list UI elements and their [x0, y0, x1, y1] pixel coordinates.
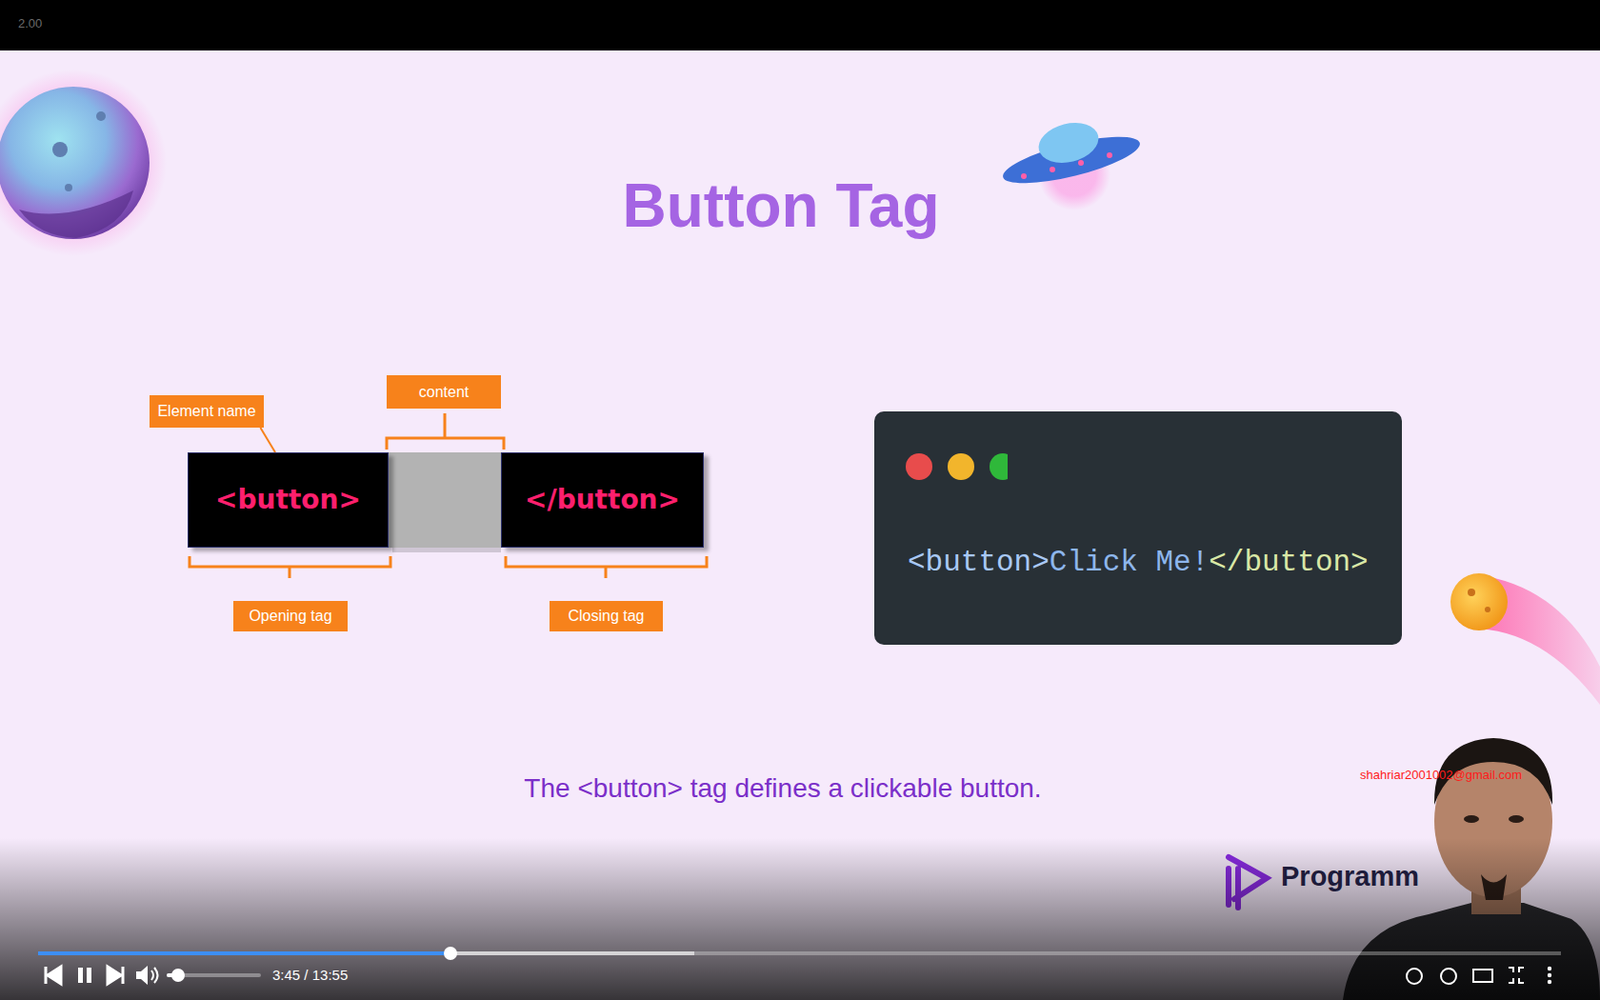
tag-box: </button>	[500, 452, 704, 548]
code-token: <button>	[907, 545, 1050, 580]
theater-icon	[1473, 969, 1493, 982]
logo-text: Programm	[1280, 860, 1420, 894]
content-slot	[388, 452, 501, 548]
bracket	[189, 556, 391, 579]
rewind-icon	[1406, 968, 1422, 984]
ufo-light	[1049, 166, 1056, 173]
progress-buffered	[38, 951, 695, 956]
code-token: </button>	[1208, 545, 1368, 580]
slide-background	[0, 50, 1600, 1000]
top-bar	[0, 0, 1600, 51]
player-shade	[0, 838, 1600, 1000]
leader-line	[260, 427, 276, 453]
watermark: shahriar2001002@gmail.com	[1360, 767, 1522, 783]
planet-shadow	[19, 190, 134, 239]
meteor-spot	[1484, 606, 1491, 613]
tag-box: <button>	[187, 452, 389, 548]
ufo-light	[1078, 160, 1084, 166]
window-dot	[947, 453, 975, 480]
meteor	[1450, 573, 1508, 631]
next-icon	[107, 966, 123, 984]
volume-waves	[151, 967, 159, 983]
planet-glow	[0, 69, 167, 257]
label-text: content	[419, 382, 469, 401]
progress-track	[38, 951, 1561, 956]
menu-dot	[1547, 973, 1552, 978]
presenter-eye	[1463, 815, 1480, 823]
label-text: Element name	[157, 401, 256, 420]
label-box: Opening tag	[233, 600, 348, 632]
code-token: Click Me!	[1049, 545, 1209, 580]
label-box: content	[386, 375, 501, 409]
ufo-light	[1020, 173, 1027, 180]
slide-title: Button Tag	[400, 169, 1162, 243]
playback-speed: 2.00	[18, 16, 42, 32]
bracket	[386, 413, 504, 450]
tag-text: </button>	[524, 483, 680, 517]
time-display: 3:45 / 13:55	[272, 966, 348, 984]
tag-text: <button>	[215, 483, 361, 517]
window-dots	[874, 438, 1008, 496]
volume-knob	[171, 968, 185, 982]
volume-icon	[136, 965, 148, 985]
menu-dot	[1547, 966, 1552, 971]
label-box: Closing tag	[549, 600, 663, 632]
content-slot-shadow	[392, 547, 501, 553]
progress-knob	[443, 946, 458, 960]
label-text: Closing tag	[567, 606, 644, 625]
forward-icon	[1440, 968, 1457, 984]
planet	[0, 86, 150, 240]
pause-icon	[86, 967, 92, 983]
previous-icon	[45, 966, 61, 984]
window-dot	[905, 453, 933, 480]
pause-icon	[78, 967, 83, 983]
planet-crater	[64, 183, 73, 192]
window-dot	[989, 453, 1008, 480]
presenter-eye	[1508, 815, 1524, 823]
label-box: Element name	[149, 395, 264, 428]
progress-played	[38, 951, 451, 956]
meteor-spot	[1467, 588, 1476, 597]
slide-caption: The <button> tag defines a clickable but…	[306, 772, 1260, 805]
code-window: <button>Click Me!</button>	[874, 411, 1402, 645]
code-line: <button>Click Me!</button>	[907, 544, 1369, 580]
label-text: Opening tag	[248, 606, 332, 625]
fullscreen-icon	[1508, 967, 1524, 983]
menu-dot	[1547, 980, 1552, 984]
planet-crater	[52, 141, 68, 158]
bracket	[505, 556, 707, 579]
planet-crater	[96, 111, 106, 121]
ufo-light	[1106, 152, 1113, 159]
ufo-dome	[1034, 117, 1103, 169]
